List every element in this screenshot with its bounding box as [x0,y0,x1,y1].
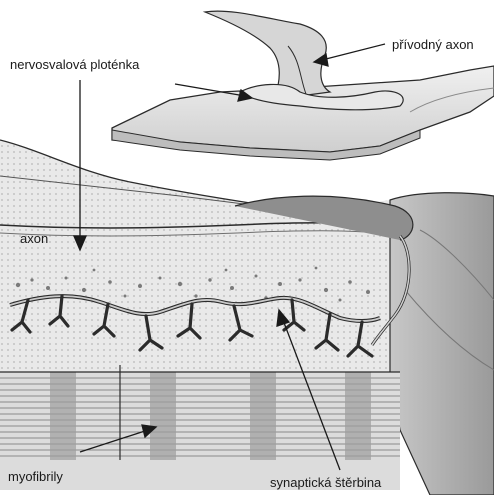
label-afferent-axon: přívodný axon [392,38,474,51]
label-myofibrils: myofibrily [8,470,63,483]
label-neuromuscular-plate: nervosvalová ploténka [10,58,139,71]
label-synaptic-cleft: synaptická štěrbina [270,476,381,489]
label-axon: axon [20,232,48,245]
